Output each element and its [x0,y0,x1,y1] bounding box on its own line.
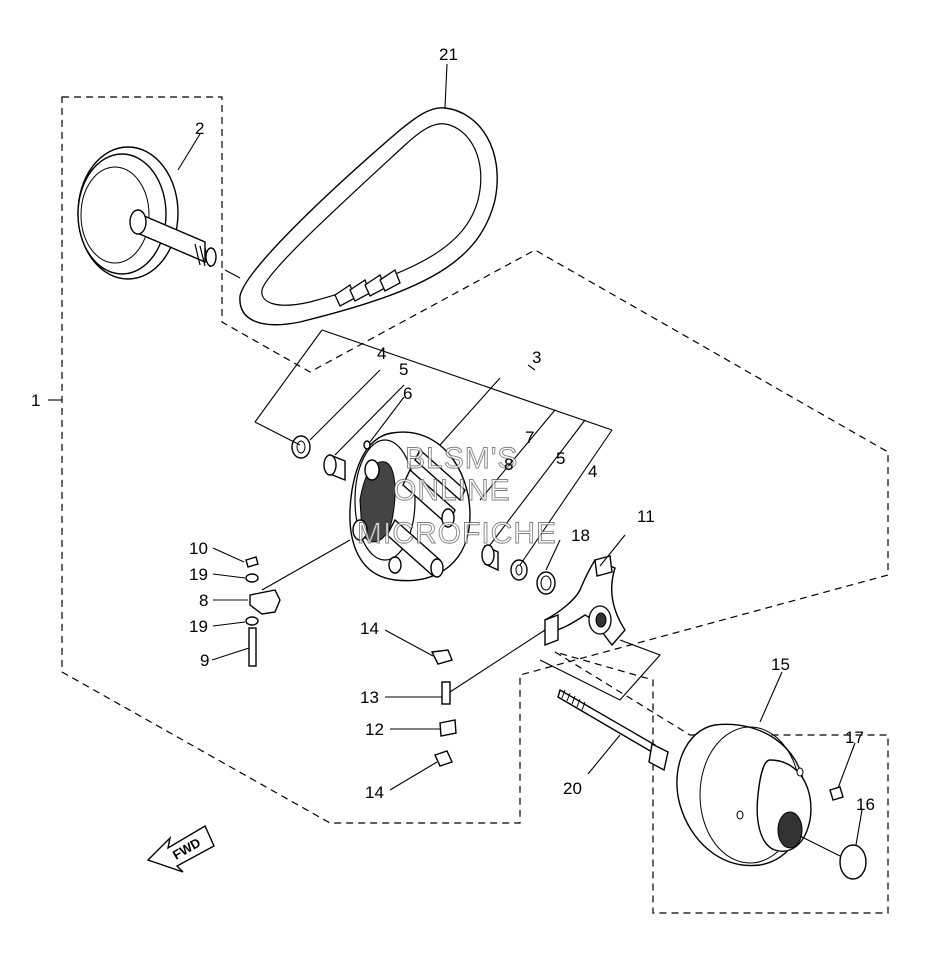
washer-18 [536,571,556,595]
callout-21: 21 [439,45,458,64]
weight-14-bottom [434,750,453,767]
collar-5-left [323,453,346,482]
callout-4-left: 4 [377,344,386,363]
arm-8 [249,589,281,615]
washer-4-right [510,559,528,581]
callout-5-left: 5 [399,360,408,379]
fwd-arrow-icon: FWD [146,824,215,873]
callout-11: 11 [637,507,655,526]
callout-15: 15 [771,655,790,674]
watermark: BLSM'S ONLINE MICROFICHE [357,442,557,551]
nut-10 [245,556,259,568]
callout-5-right: 5 [556,449,565,468]
assembly-1-outline [61,96,889,824]
callout-20: 20 [563,779,582,798]
leader-lines [48,63,863,857]
callout-8-upper: 8 [504,455,513,474]
washer-19-top [245,573,259,583]
cap-16 [839,844,867,880]
washer-4-left [291,435,311,459]
bolt-20 [557,688,669,772]
weight-6 [363,440,371,450]
callout-18: 18 [571,526,590,545]
callout-19-top: 19 [189,565,208,584]
callout-13: 13 [360,688,379,707]
svg-text:BLSM'S: BLSM'S [405,442,518,475]
cover-15 [676,723,812,867]
callout-6: 6 [403,384,412,403]
callout-14-top: 14 [360,619,379,638]
weight-14-top [430,649,453,665]
callout-labels: 1 2 21 4 5 6 3 7 8 5 4 18 11 10 19 8 19 … [31,45,875,814]
assembly-15-outline [554,651,889,914]
callout-12: 12 [365,720,384,739]
nut-17 [829,786,844,801]
v-belt [239,107,498,326]
roller-12 [439,719,457,737]
collar-5-right [481,544,499,572]
callout-19-bottom: 19 [189,617,208,636]
callout-9: 9 [200,651,209,670]
callout-14-bottom: 14 [365,783,384,802]
callout-17: 17 [845,728,864,747]
callout-10: 10 [189,539,208,558]
fixed-sheave [77,146,217,280]
svg-text:ONLINE: ONLINE [393,474,511,507]
pin-13 [441,681,451,705]
callout-4-right: 4 [588,462,597,481]
callout-16: 16 [856,795,875,814]
spider-cam [544,555,626,647]
callout-3: 3 [532,348,541,367]
callout-2: 2 [195,119,204,138]
bolt-9 [248,627,257,667]
movable-sheave [349,431,471,582]
svg-text:MICROFICHE: MICROFICHE [357,517,557,550]
callout-7: 7 [525,428,534,447]
washer-19-bottom [245,616,259,626]
callout-8: 8 [199,591,208,610]
callout-1: 1 [31,391,40,410]
